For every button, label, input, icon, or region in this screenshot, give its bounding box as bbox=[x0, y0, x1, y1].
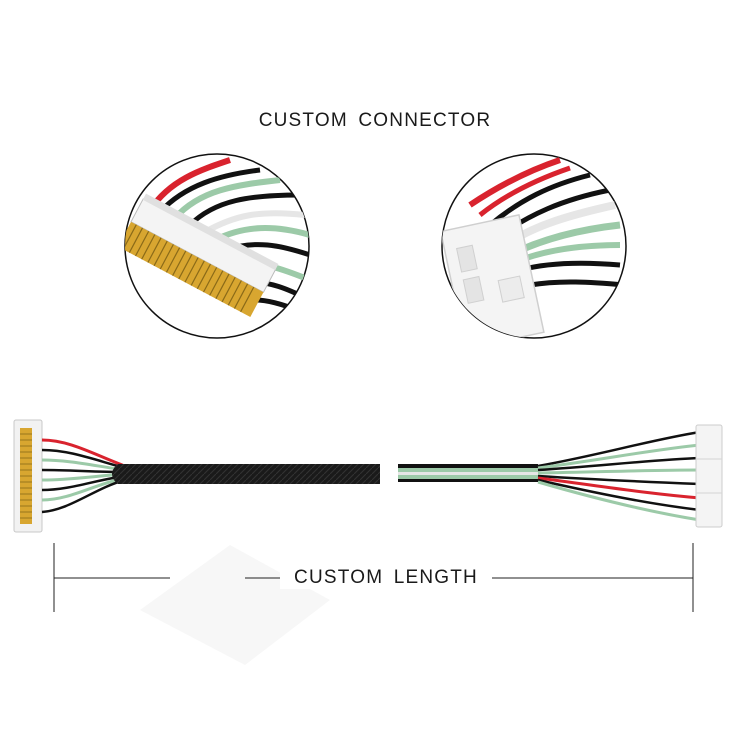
length-dimension bbox=[53, 543, 694, 612]
right-connector-zoom bbox=[441, 153, 627, 339]
background-smudge bbox=[140, 545, 330, 665]
cable-assembly bbox=[13, 419, 723, 533]
custom-length-label: CUSTOM LENGTH bbox=[280, 567, 492, 589]
custom-connector-title: CUSTOM CONNECTOR bbox=[258, 110, 492, 131]
left-connector-zoom bbox=[124, 153, 310, 339]
